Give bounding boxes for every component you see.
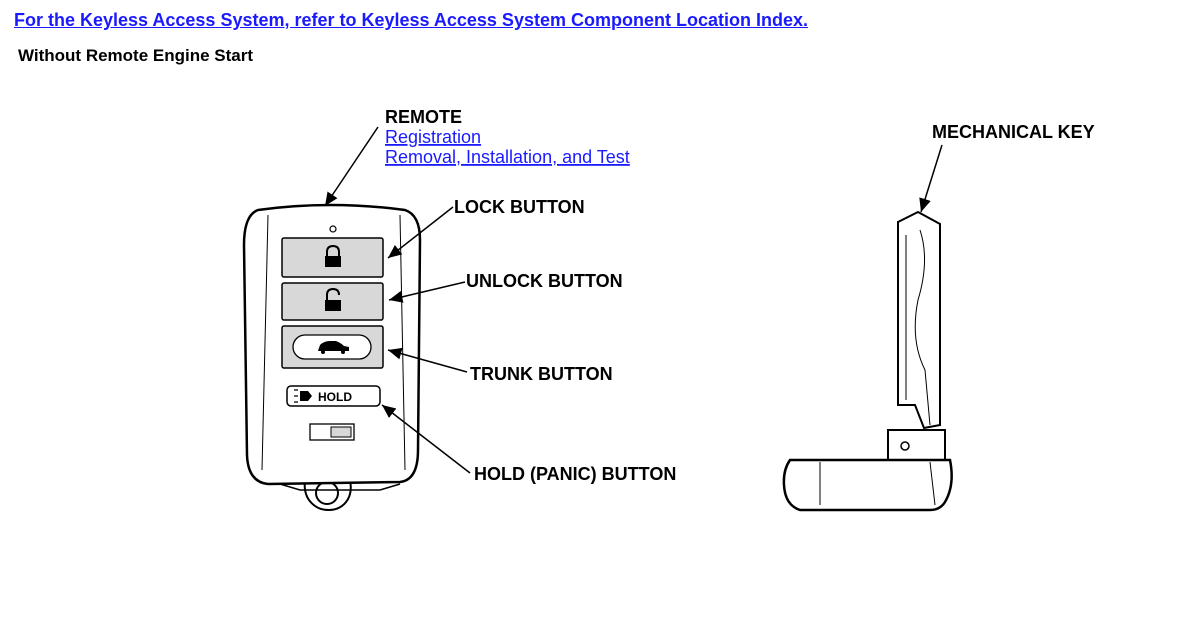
removal-installation-test-link[interactable]: Removal, Installation, and Test — [385, 147, 630, 167]
trunk-button-label: TRUNK BUTTON — [470, 364, 613, 384]
lock-button[interactable] — [281, 237, 384, 278]
key-ring-hole — [315, 481, 339, 505]
key-head-detail — [819, 461, 936, 506]
lock-button-label: LOCK BUTTON — [454, 197, 585, 217]
remote-label: REMOTE — [385, 107, 462, 127]
unlock-button[interactable] — [281, 282, 384, 321]
unlock-icon — [325, 287, 341, 311]
fob-bottom-lip — [279, 483, 401, 491]
unlock-leader — [388, 281, 466, 303]
mechanical-key-label: MECHANICAL KEY — [932, 122, 1095, 142]
key-head — [782, 458, 953, 512]
trunk-icon — [318, 341, 349, 351]
mechanical-key — [782, 210, 953, 512]
remote-fob: HOLD — [242, 203, 422, 511]
section-subtitle: Without Remote Engine Start — [18, 46, 254, 65]
hold-panic-button[interactable]: HOLD — [286, 385, 381, 407]
key-leader — [919, 144, 943, 213]
key-blade-groove — [905, 229, 931, 426]
key-ring-loop — [303, 479, 352, 511]
trunk-button[interactable] — [281, 325, 384, 369]
key-release-knob — [330, 426, 352, 438]
lock-leader — [387, 206, 454, 259]
unlock-button-label: UNLOCK BUTTON — [466, 271, 623, 291]
remote-leader — [324, 126, 379, 207]
keyless-access-index-link[interactable]: For the Keyless Access System, refer to … — [14, 10, 808, 30]
hold-leader — [381, 404, 471, 474]
key-blade — [897, 210, 941, 430]
trunk-leader — [387, 347, 468, 373]
indicator-led — [329, 225, 337, 233]
registration-link[interactable]: Registration — [385, 127, 481, 147]
key-head-base — [887, 429, 946, 461]
hold-button-text: HOLD — [318, 390, 352, 404]
panic-horn-icon — [294, 389, 312, 403]
hold-panic-button-label: HOLD (PANIC) BUTTON — [474, 464, 676, 484]
lock-icon — [325, 244, 341, 267]
fob-edge-left — [261, 214, 269, 471]
